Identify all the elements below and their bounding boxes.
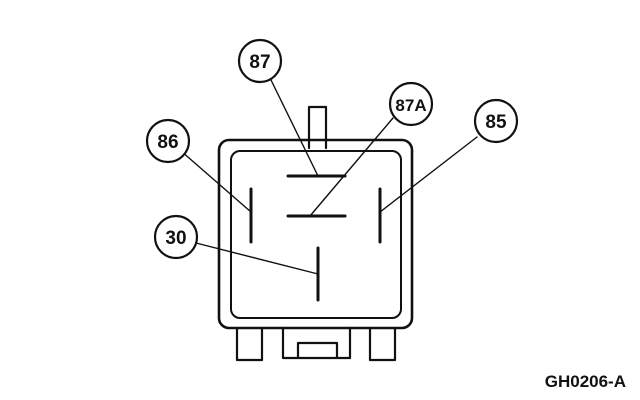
relay-top-tab — [307, 105, 328, 150]
callout-circle-87a — [388, 81, 434, 127]
callout-circle-87 — [237, 38, 283, 84]
callout-label-86: 86 — [157, 132, 178, 153]
callout-label-85: 85 — [485, 112, 507, 133]
callout-circle-85 — [473, 98, 519, 144]
relay-housing-inner — [230, 150, 402, 319]
leader-line-30 — [195, 242, 319, 275]
leader-line-87 — [270, 79, 319, 177]
figure-id-label: GH0206-A — [544, 372, 626, 391]
callout-circle-30 — [153, 214, 199, 260]
callout-label-87: 87 — [249, 52, 270, 73]
relay-bottom-terminal-center — [281, 326, 352, 360]
callout-label-30: 30 — [165, 228, 186, 249]
callout-label-87a: 87A — [395, 96, 426, 115]
leader-line-85 — [379, 136, 478, 213]
relay-housing-outer — [217, 138, 414, 330]
relay-bottom-terminal-left — [235, 326, 264, 362]
leader-line-87a — [309, 117, 394, 217]
leader-line-86 — [180, 150, 252, 213]
relay-bottom-terminal-right — [368, 326, 397, 362]
callout-circle-86 — [145, 118, 191, 164]
